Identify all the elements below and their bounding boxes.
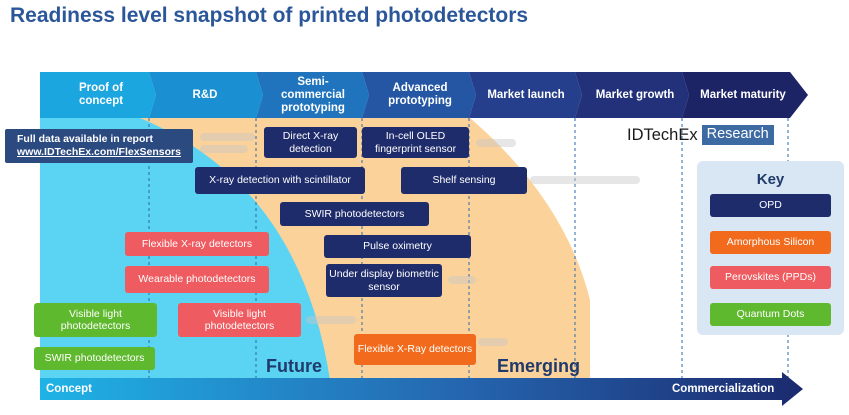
emerging-region-white-cap	[470, 118, 590, 300]
stage-semi-commercial: Semi-commercial prototyping	[281, 75, 345, 114]
zone-future-label: Future	[266, 356, 322, 376]
report-info-banner[interactable]: Full data available in report www.IDTech…	[5, 129, 193, 163]
legend-item-amorphous-silicon: Amorphous Silicon	[710, 231, 831, 254]
tech-visible-light-qd: Visible light photodetectors	[34, 303, 157, 337]
commercialization-axis	[40, 372, 803, 406]
tech-shelf-sensing: Shelf sensing	[401, 167, 527, 194]
legend-title: Key	[756, 171, 785, 188]
redacted-label	[306, 316, 356, 324]
idtechex-logo: IDTechEx Research	[627, 125, 774, 145]
stage-market-launch: Market launch	[487, 88, 565, 101]
stage-rnd: R&D	[192, 88, 218, 101]
stage-market-maturity: Market maturity	[700, 88, 786, 101]
legend-item-quantum-dots: Quantum Dots	[710, 303, 831, 326]
tech-pulse-oximetry: Pulse oximetry	[324, 235, 471, 258]
tech-wearable-photodetectors: Wearable photodetectors	[125, 266, 269, 293]
redacted-label	[448, 276, 476, 284]
tech-xray-scintillator: X-ray detection with scintillator	[195, 167, 365, 194]
redacted-label	[200, 145, 248, 153]
stage-proof-of-concept: Proof of concept	[78, 82, 124, 107]
stage-market-growth: Market growth	[595, 88, 675, 101]
tech-swir-photodetectors-opd: SWIR photodetectors	[280, 202, 429, 226]
redacted-label	[478, 338, 508, 346]
legend: Key OPD Amorphous Silicon Perovskites (P…	[697, 161, 844, 335]
info-text: Full data available in report	[17, 133, 153, 145]
brand-tag: Research	[701, 125, 774, 145]
tech-swir-qd: SWIR photodetectors	[34, 347, 155, 370]
tech-under-display-biometric: Under display biometric sensor	[326, 264, 442, 297]
redacted-label	[530, 176, 640, 184]
tech-incell-oled-fingerprint: In-cell OLED fingerprint sensor	[362, 127, 469, 158]
zone-emerging-label: Emerging	[497, 356, 581, 376]
tech-flexible-xray-perovskite: Flexible X-ray detectors	[125, 232, 269, 256]
redacted-label	[476, 139, 516, 147]
stage-arrow	[40, 72, 808, 118]
axis-end-label: Commercialization	[672, 383, 775, 395]
tech-direct-xray-detection: Direct X-ray detection	[264, 127, 357, 158]
page-title: Readiness level snapshot of printed phot…	[10, 4, 529, 27]
tech-flexible-xray-asi: Flexible X-Ray detectors	[354, 334, 476, 365]
report-link[interactable]: www.IDTechEx.com/FlexSensors	[17, 146, 181, 158]
axis-start-label: Concept	[46, 383, 92, 395]
brand-name: IDTechEx	[627, 125, 698, 144]
tech-visible-light-perovskite: Visible light photodetectors	[178, 303, 301, 337]
legend-item-opd: OPD	[710, 194, 831, 217]
stage-advanced-prototyping: Advanced prototyping	[388, 82, 452, 107]
redacted-label	[200, 133, 255, 141]
legend-item-perovskites: Perovskites (PPDs)	[710, 266, 831, 289]
